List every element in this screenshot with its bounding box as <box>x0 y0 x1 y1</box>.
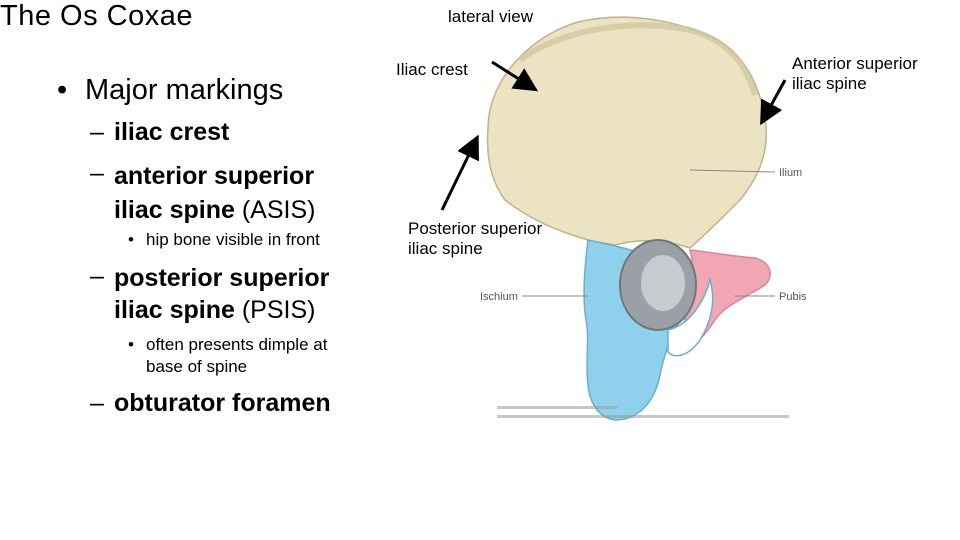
bullet-major-text: Major markings <box>85 74 284 106</box>
psis-callout-line-2: iliac spine <box>408 239 483 258</box>
bullet-dash: – <box>90 159 104 187</box>
bullet-obturator-text: obturator foramen <box>114 389 331 417</box>
asis-arrow <box>760 79 787 126</box>
bullet-dot: • <box>57 74 68 106</box>
bullet-psis-text: posterior superior iliac spine (PSIS) <box>114 262 329 326</box>
bullet-asis-line-2: iliac spine (ASIS) <box>114 193 315 227</box>
ilium-leader-line <box>689 169 776 173</box>
asis-callout-line-1: Anterior superior <box>792 54 918 73</box>
ilium-label: Ilium <box>779 167 802 179</box>
bullet-asis-line-1: anterior superior <box>114 162 315 190</box>
bullet-psis-note-line-1: often presents dimple at <box>146 335 328 354</box>
bullet-obturator: – obturator foramen <box>90 389 331 418</box>
bullet-psis: – posterior superior iliac spine (PSIS) <box>90 262 329 326</box>
bullet-psis-note: • often presents dimple at base of spine <box>128 334 327 378</box>
bullet-major-markings: • Major markings <box>57 74 283 107</box>
asis-callout: Anterior superior iliac spine <box>792 54 918 94</box>
obturator-foramen <box>667 277 714 357</box>
bullet-psis-note-line-2: base of spine <box>146 357 248 376</box>
iliac-crest-arrow <box>491 60 539 92</box>
bullet-asis-text: anterior superior iliac spine (ASIS) <box>114 159 315 227</box>
bullet-dash: – <box>90 262 104 290</box>
slide-title: The Os Coxae <box>0 0 193 32</box>
bullet-dash: – <box>90 118 104 146</box>
bullet-dot: • <box>128 335 134 354</box>
bullet-dash: – <box>90 389 104 417</box>
bullet-asis-note: • hip bone visible in front <box>128 230 320 250</box>
bullet-asis: – anterior superior iliac spine (ASIS) <box>90 159 315 227</box>
bullet-psis-abbr: (PSIS) <box>234 296 316 324</box>
bullet-asis-bold-2: iliac spine <box>114 196 235 224</box>
acetabulum-fossa <box>641 255 685 311</box>
bullet-psis-bold-2: iliac spine <box>114 296 235 324</box>
bullet-asis-note-text: hip bone visible in front <box>146 230 320 249</box>
psis-callout-line-1: Posterior superior <box>408 219 543 238</box>
bullet-asis-abbr: (ASIS) <box>234 196 316 224</box>
bullet-psis-line-1: posterior superior <box>114 264 330 292</box>
bullet-iliac-crest: – iliac crest <box>90 118 229 147</box>
bullet-psis-note-text: often presents dimple at base of spine <box>146 334 327 378</box>
pubis-label: Pubis <box>779 291 807 303</box>
bullet-iliac-crest-text: iliac crest <box>114 118 230 146</box>
ilium-region <box>486 16 767 249</box>
psis-callout: Posterior superior iliac spine <box>408 219 542 259</box>
psis-arrow <box>440 134 479 211</box>
iliac-crest-callout: Iliac crest <box>396 60 468 79</box>
asis-callout-line-2: iliac spine <box>792 74 867 93</box>
ischium-label: Ischium <box>480 291 518 303</box>
bullet-dot: • <box>128 230 134 249</box>
view-label: lateral view <box>448 7 534 26</box>
bullet-psis-line-2: iliac spine (PSIS) <box>114 294 329 326</box>
image-credit <box>497 406 789 418</box>
ilium-crest-highlight <box>518 22 758 96</box>
